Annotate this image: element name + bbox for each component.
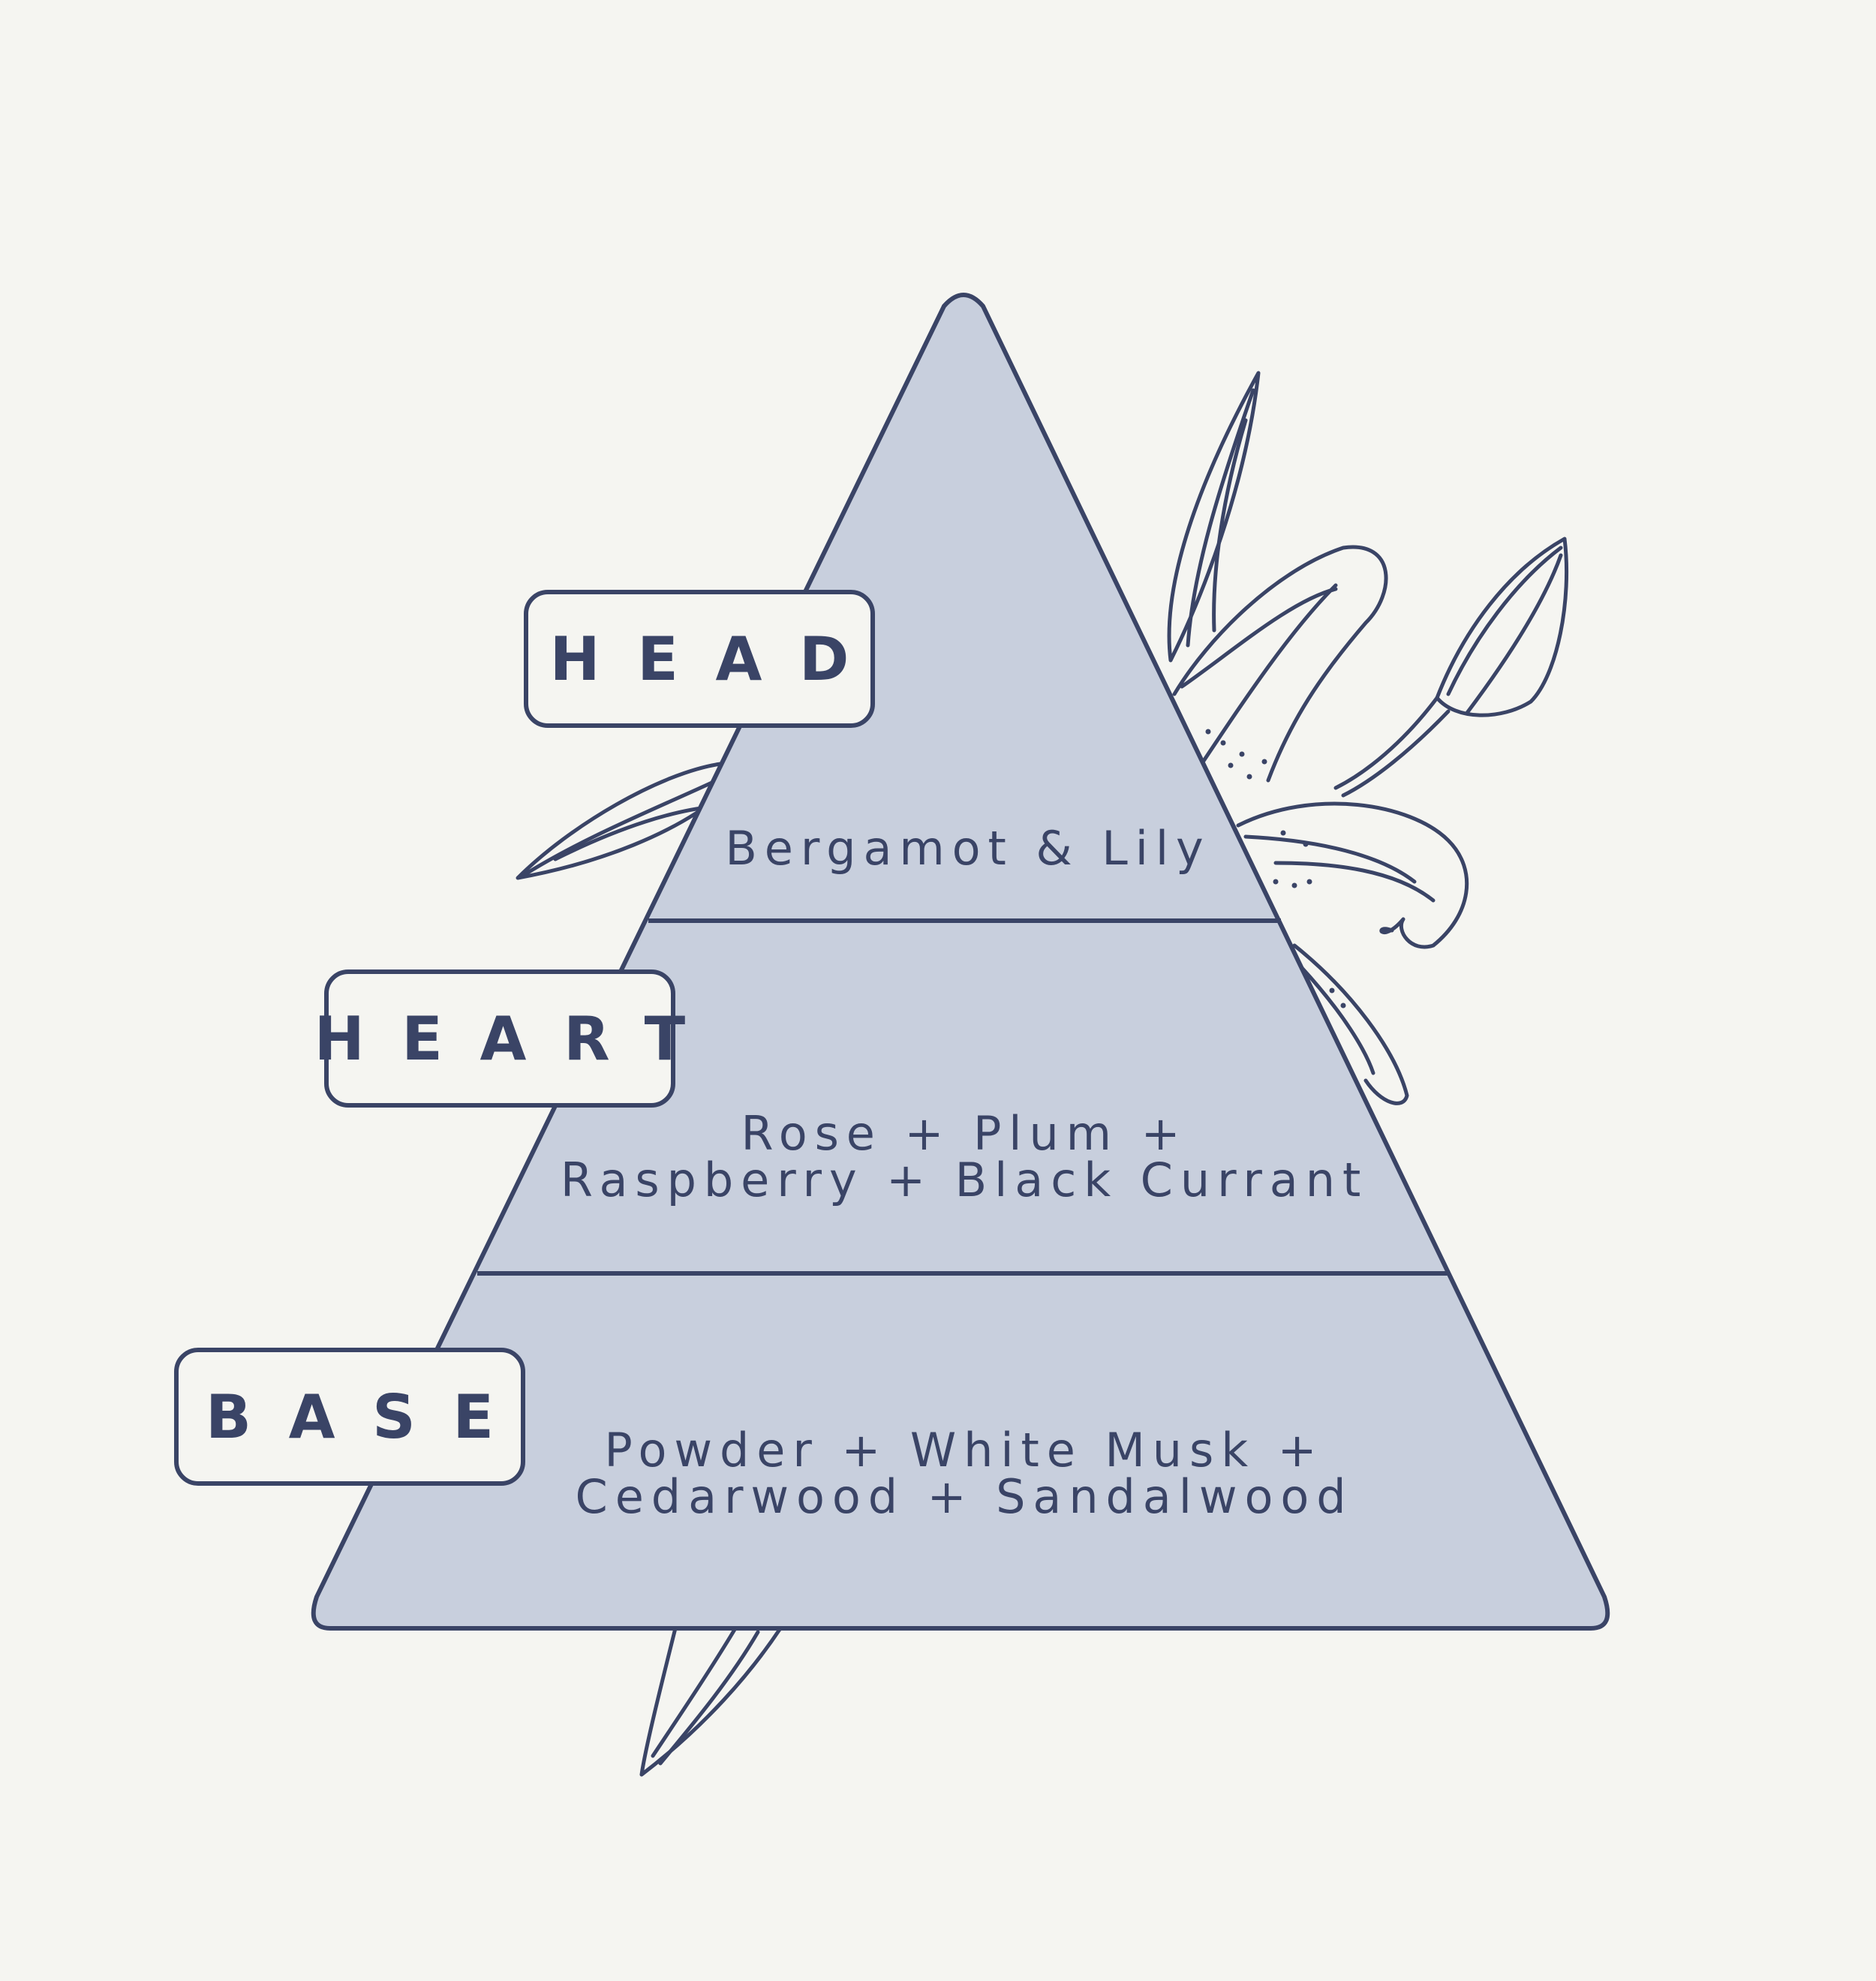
tier-notes-base: Powder + White Musk + Cedarwood + Sandal… <box>540 1427 1388 1520</box>
tier-label-heart: HEART <box>314 969 685 1108</box>
tier-notes-heart: Rose + Plum + Raspberry + Black Currant <box>518 1111 1411 1204</box>
lily-flower-icon <box>516 371 1569 1777</box>
note-line: Cedarwood + Sandalwood <box>575 1469 1354 1524</box>
pyramid-shape <box>311 293 1610 1631</box>
note-line: Raspberry + Black Currant <box>560 1153 1369 1207</box>
note-line: Rose + Plum + <box>741 1106 1188 1161</box>
tier-label-head: HEAD <box>524 590 875 728</box>
note-line: Powder + White Musk + <box>604 1423 1324 1477</box>
note-line: Bergamot & Lily <box>725 821 1211 876</box>
tier-notes-head: Bergamot & Lily <box>660 825 1276 872</box>
tier-label-base: BASE <box>174 1348 525 1486</box>
